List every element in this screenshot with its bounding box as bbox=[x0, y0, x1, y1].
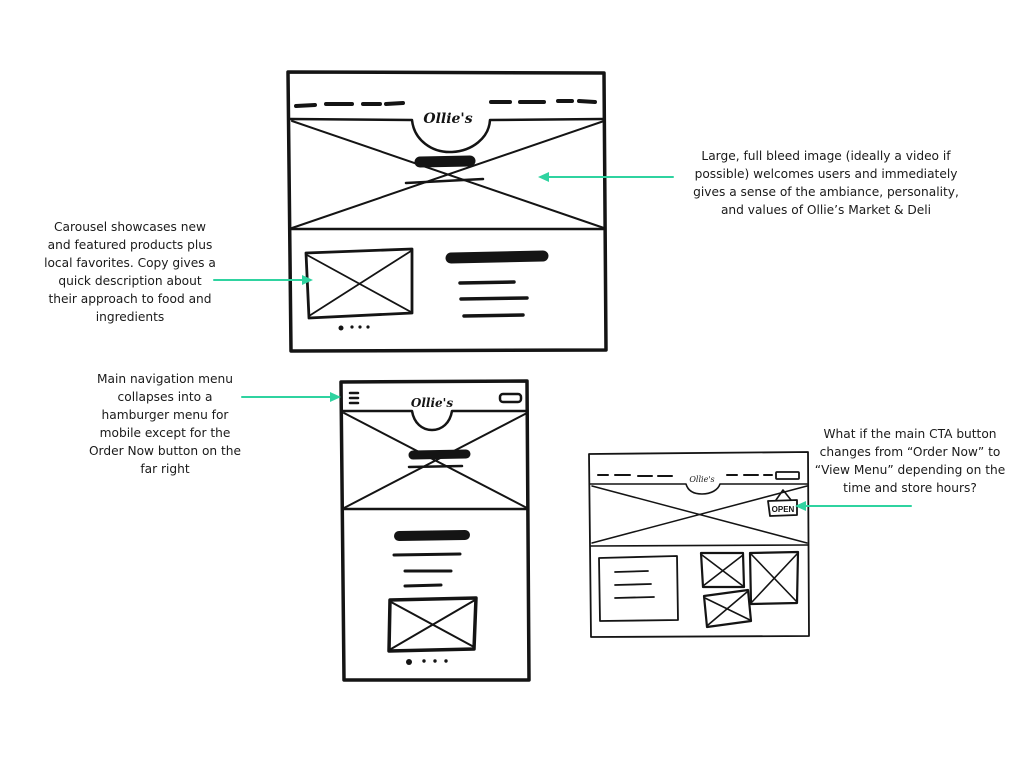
desktop-logo: Ollie's bbox=[423, 111, 472, 127]
cta-annotation: What if the main CTA button changes from… bbox=[800, 425, 1020, 497]
mobile-nav-annotation: Main navigation menu collapses into a ha… bbox=[75, 370, 255, 478]
mobile-copy-line bbox=[403, 583, 443, 588]
cta-annotation-line: time and store hours? bbox=[843, 481, 977, 495]
mobile-carousel-dots bbox=[406, 659, 448, 665]
mobile-order-now-button bbox=[498, 392, 523, 404]
mobile-nav-annotation-line: Order Now button on the bbox=[88, 444, 242, 458]
alt-frame bbox=[588, 451, 810, 638]
mobile-frame bbox=[339, 379, 531, 682]
desktop-hero-headline bbox=[414, 155, 476, 168]
alt-desktop-wireframe: Ollie's OPEN bbox=[588, 451, 810, 638]
desktop-copy-line bbox=[458, 280, 516, 285]
carousel-annotation-line: local favorites. Copy gives a bbox=[44, 256, 216, 270]
desktop-copy-line bbox=[459, 296, 529, 301]
cta-annotation-line: changes from “Order Now” to bbox=[819, 445, 1001, 459]
hero-annotation-line: Large, full bleed image (ideally a video… bbox=[701, 149, 951, 163]
mobile-nav-annotation-line: Main navigation menu bbox=[96, 372, 233, 386]
cta-annotation-line: What if the main CTA button bbox=[823, 427, 997, 441]
mobile-carousel bbox=[387, 596, 478, 665]
mobile-nav-annotation-line: mobile except for the bbox=[99, 426, 231, 440]
hamburger-icon bbox=[348, 391, 360, 405]
carousel-arrow bbox=[213, 275, 313, 285]
carousel-annotation-line: quick description about bbox=[58, 274, 202, 288]
alt-product-grid bbox=[699, 550, 800, 629]
cta-annotation-line: “View Menu” depending on the bbox=[814, 463, 1006, 477]
carousel-annotation-line: their approach to food and bbox=[48, 292, 212, 306]
carousel-annotation-line: Carousel showcases new bbox=[54, 220, 206, 234]
alt-hero-image bbox=[589, 483, 809, 547]
alt-product-image bbox=[699, 551, 746, 589]
mobile-copy-heading bbox=[394, 530, 470, 541]
mobile-hero-image bbox=[340, 409, 530, 511]
mobile-logo-text: Ollie's bbox=[411, 396, 453, 410]
desktop-frame bbox=[286, 70, 608, 353]
hero-arrow bbox=[538, 172, 674, 182]
hero-annotation-line: gives a sense of the ambiance, personali… bbox=[693, 185, 959, 199]
mobile-nav-annotation-line: far right bbox=[140, 462, 190, 476]
desktop-copy-heading bbox=[445, 250, 549, 264]
mobile-hero-headline bbox=[408, 449, 471, 460]
mobile-nav-arrow bbox=[241, 392, 341, 402]
mobile-carousel-image bbox=[387, 596, 478, 653]
mobile-wireframe: Ollie's bbox=[339, 379, 531, 682]
desktop-wireframe: Ollie's bbox=[286, 70, 608, 353]
desktop-hero-subhead bbox=[404, 177, 485, 185]
mobile-nav-annotation-line: collapses into a bbox=[117, 390, 213, 404]
mobile-nav-annotation-line: hamburger menu for bbox=[101, 408, 229, 422]
desktop-nav-links bbox=[294, 99, 597, 108]
open-sign-icon: OPEN bbox=[767, 489, 798, 517]
annotation-arrows bbox=[213, 172, 912, 511]
alt-order-now-button bbox=[775, 471, 800, 480]
desktop-carousel-dots bbox=[338, 325, 370, 331]
alt-copy-card bbox=[598, 555, 679, 622]
carousel-annotation-line: ingredients bbox=[95, 310, 165, 324]
mobile-hero-subhead bbox=[407, 464, 464, 469]
desktop-logo-text: Ollie's bbox=[423, 111, 472, 127]
hero-annotation-line: and values of Ollie’s Market & Deli bbox=[720, 203, 932, 217]
desktop-copy-line bbox=[462, 313, 525, 318]
alt-logo-text: Ollie's bbox=[689, 475, 714, 484]
alt-product-image bbox=[748, 550, 800, 606]
mobile-copy bbox=[392, 530, 470, 588]
carousel-annotation-line: and featured products plus bbox=[47, 238, 213, 252]
cta-arrow bbox=[795, 501, 912, 511]
hero-annotation-line: possible) welcomes users and immediately bbox=[694, 167, 958, 181]
desktop-hero-image bbox=[288, 117, 606, 231]
alt-nav-links bbox=[597, 474, 773, 477]
desktop-carousel bbox=[304, 247, 549, 331]
alt-product-image bbox=[702, 588, 753, 629]
desktop-carousel-image bbox=[304, 247, 414, 320]
carousel-annotation: Carousel showcases new and featured prod… bbox=[30, 218, 230, 326]
hero-annotation: Large, full bleed image (ideally a video… bbox=[676, 147, 976, 219]
open-sign-text: OPEN bbox=[772, 505, 795, 514]
mobile-copy-line bbox=[392, 552, 462, 557]
